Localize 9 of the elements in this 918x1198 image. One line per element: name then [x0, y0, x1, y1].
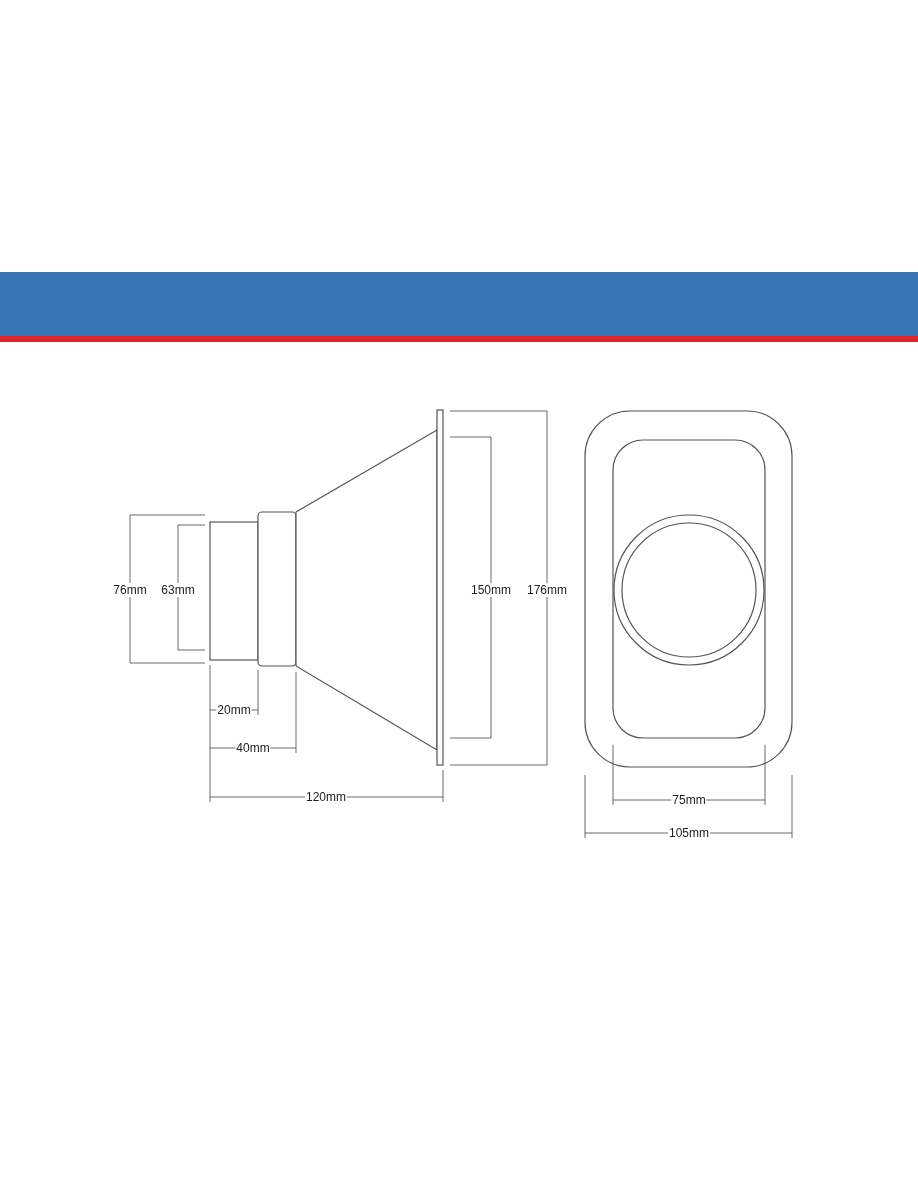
dimension-label: 40mm: [235, 741, 271, 755]
dimension-label: 75mm: [671, 793, 707, 807]
dimension-label: 176mm: [526, 583, 568, 597]
dimension-label: 120mm: [305, 790, 347, 804]
dimension-label: 63mm: [160, 583, 196, 597]
dimension-label: 76mm: [112, 583, 148, 597]
dimension-label: 105mm: [668, 826, 710, 840]
dimension-label: 20mm: [216, 703, 252, 717]
dimension-label: 150mm: [470, 583, 512, 597]
